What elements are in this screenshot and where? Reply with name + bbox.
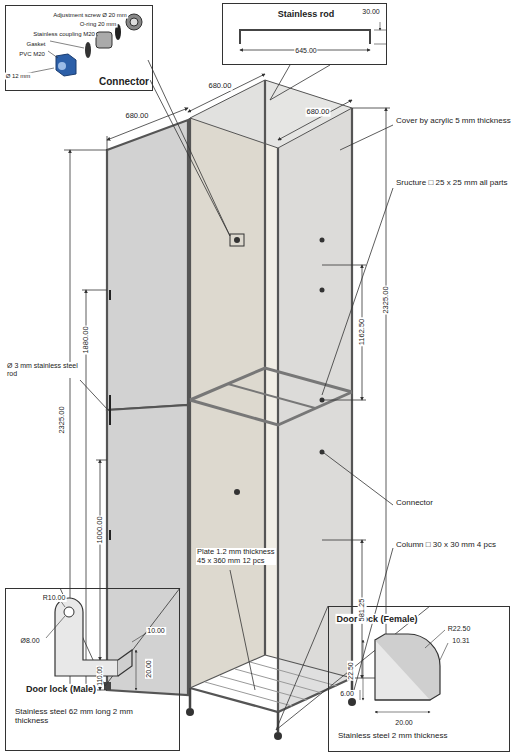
part-label: 10.00: [146, 627, 166, 635]
part-label: 6.00: [339, 690, 355, 698]
female-door-lock: [360, 630, 448, 712]
part-label: PVC M20: [18, 51, 46, 58]
part-label: O-ring 20 mm: [79, 21, 118, 28]
note: Sructure □ 25 x 25 mm all parts: [395, 178, 519, 187]
connector-parts: [24, 13, 142, 76]
cabinet-body: [186, 80, 356, 740]
part-label: 20.00: [394, 719, 414, 727]
part-label: 20.00: [145, 659, 153, 679]
part-label: 10.31: [451, 637, 471, 645]
dimension: 680.00: [208, 82, 233, 91]
dimension: 1880.00: [82, 325, 91, 354]
part-label: 645.00: [294, 47, 317, 55]
stainless-rod: [240, 22, 386, 50]
dimension-lines: [64, 74, 390, 690]
note: Plate 1.2 mm thickness 45 x 360 mm 12 pc…: [196, 548, 276, 565]
inset-box: Door lock (Male) R10.00Ø8.00 10.00 20.00Sta…: [5, 588, 180, 751]
note: Cover by acrylic 5 mm thickness: [395, 116, 519, 125]
inset-title: Door lock (Male): [25, 684, 97, 694]
inset-box: Stainless rod 30.00 645.00: [222, 3, 387, 65]
note: Column □ 30 x 30 mm 4 pcs: [395, 540, 519, 549]
door: [104, 120, 188, 695]
part-label: Gasket: [25, 41, 46, 48]
part-label: Stainless steel 62 mm long 2 mm thicknes…: [14, 707, 166, 725]
inset-title: Door lock (Female): [335, 614, 418, 624]
note: Connector: [395, 498, 519, 507]
note: Ø 3 mm stainless steel rod: [6, 362, 82, 378]
dimension: 2325.00: [382, 285, 391, 314]
inset-box: Door lock (Female) R22.50 10.31 22.50 6.00 20…: [328, 606, 510, 752]
part-label: Stainless steel 2 mm thickness: [337, 731, 499, 740]
dimension: 110.00: [96, 665, 103, 686]
inset-box: Connector Adjustment screw Ø 20 mm O-ring …: [5, 5, 153, 91]
part-label: R10.00: [42, 594, 67, 602]
dimension: 2325.00: [58, 405, 67, 434]
inset-title: Stainless rod: [277, 9, 336, 19]
part-label: R22.50: [447, 625, 472, 633]
part-label: 22.50: [347, 661, 355, 681]
part-label: Adjustment screw Ø 20 mm: [52, 12, 128, 19]
dimension: 1000.00: [96, 515, 105, 544]
part-label: Ø8.00: [19, 637, 40, 645]
dimension: 680.00: [306, 108, 331, 117]
part-label: 30.00: [361, 8, 381, 16]
dimension: 581.25: [358, 598, 367, 623]
inset-title: Connector: [98, 76, 150, 88]
part-label: Stainless coupling M20: [32, 31, 96, 38]
leader-lines: [60, 60, 430, 730]
dimension: 1162.50: [358, 318, 367, 347]
male-door-lock: [46, 598, 148, 690]
part-label: Ø 12 mm: [5, 73, 32, 80]
dimension: 680.00: [125, 112, 150, 121]
